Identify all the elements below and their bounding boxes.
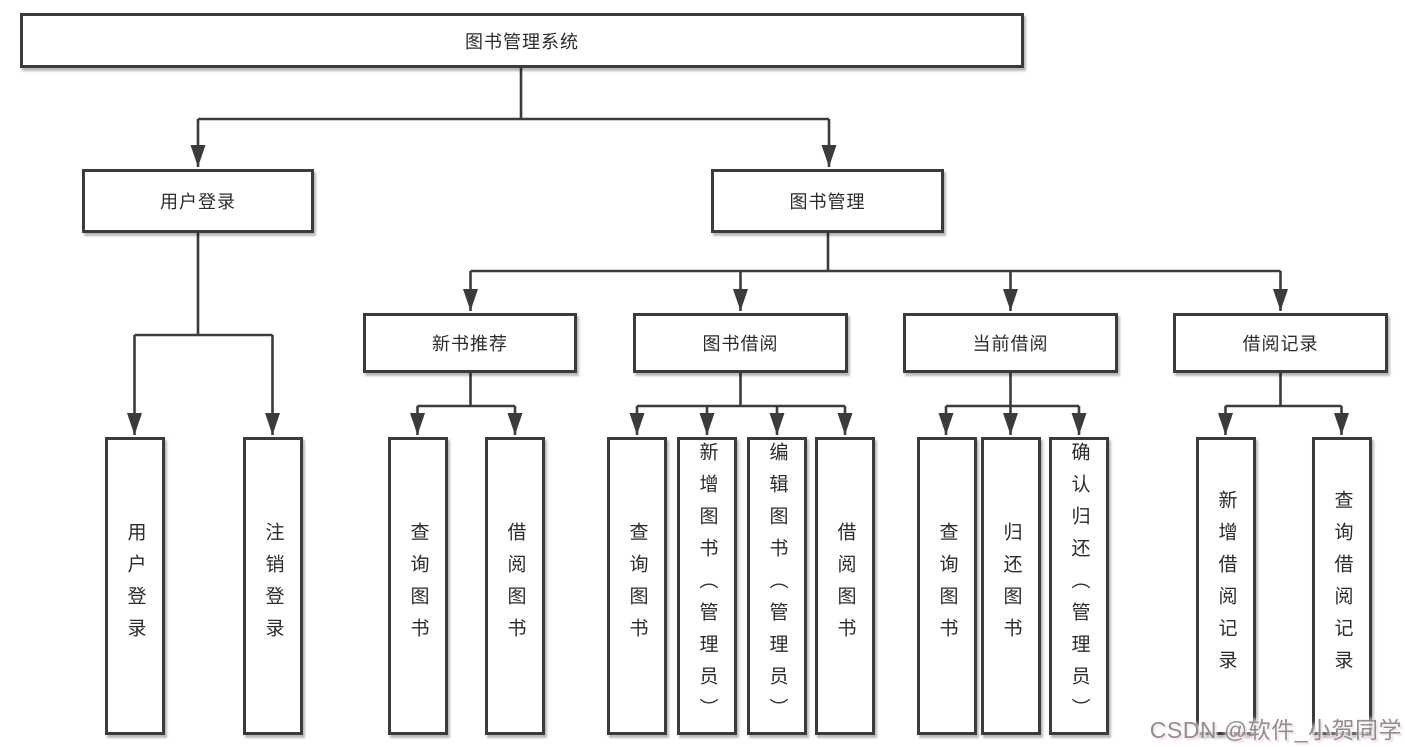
leaf-confirm-return-admin-label: 确认归还（管理员） <box>1068 442 1090 730</box>
leaf-add-borrow-record: 新增借阅记录 <box>1196 437 1256 735</box>
leaf-query-borrow-record: 查询借阅记录 <box>1312 437 1372 735</box>
leaf-query-books-current: 查询图书 <box>917 437 977 735</box>
leaf-query-books-recommend: 查询图书 <box>388 437 448 735</box>
edges-user-login <box>127 233 280 435</box>
leaf-return-books-label: 归还图书 <box>1000 522 1022 650</box>
leaf-logout-label: 注销登录 <box>262 522 284 650</box>
node-root-label: 图书管理系统 <box>465 31 579 52</box>
edges-root <box>190 68 837 167</box>
leaf-user-login-label: 用户登录 <box>124 522 146 650</box>
node-new-book-recommendation: 新书推荐 <box>363 313 577 373</box>
leaf-edit-books-admin: 编辑图书（管理员） <box>747 437 807 735</box>
leaf-query-books-recommend-label: 查询图书 <box>407 522 429 650</box>
leaf-query-books-borrowing: 查询图书 <box>607 437 667 735</box>
leaf-add-books-admin: 新增图书（管理员） <box>677 437 737 735</box>
leaf-confirm-return-admin: 确认归还（管理员） <box>1049 437 1109 735</box>
node-book-borrowing-label: 图书借阅 <box>702 334 779 354</box>
leaf-edit-books-admin-label: 编辑图书（管理员） <box>766 442 788 730</box>
node-new-book-recommendation-label: 新书推荐 <box>432 334 508 354</box>
leaf-borrow-books-label: 借阅图书 <box>834 522 856 650</box>
node-book-management: 图书管理 <box>711 169 944 233</box>
edges-current-borrowing <box>938 373 1087 435</box>
node-user-login: 用户登录 <box>82 169 314 233</box>
leaf-return-books: 归还图书 <box>981 437 1041 735</box>
node-root: 图书管理系统 <box>20 13 1024 68</box>
edges-book-management <box>463 233 1288 311</box>
leaf-user-login: 用户登录 <box>105 437 165 735</box>
leaf-query-borrow-record-label: 查询借阅记录 <box>1331 490 1353 682</box>
edges-new-book-recommendation <box>410 373 523 435</box>
node-book-borrowing: 图书借阅 <box>633 313 848 373</box>
leaf-borrow-books-recommend-label: 借阅图书 <box>504 522 526 650</box>
leaf-borrow-books: 借阅图书 <box>815 437 875 735</box>
leaf-add-books-admin-label: 新增图书（管理员） <box>696 442 718 730</box>
edges-book-borrowing <box>629 373 853 435</box>
leaf-add-borrow-record-label: 新增借阅记录 <box>1215 490 1237 682</box>
node-borrowing-records: 借阅记录 <box>1173 313 1388 373</box>
csdn-watermark: CSDN @软件_小贺同学 <box>1149 717 1402 743</box>
node-borrowing-records-label: 借阅记录 <box>1242 334 1319 354</box>
leaf-borrow-books-recommend: 借阅图书 <box>485 437 545 735</box>
leaf-logout: 注销登录 <box>243 437 303 735</box>
node-user-login-label: 用户登录 <box>160 192 236 212</box>
edges-borrowing-records <box>1218 373 1349 435</box>
leaf-query-books-borrowing-label: 查询图书 <box>626 522 648 650</box>
node-current-borrowing-label: 当前借阅 <box>972 334 1049 354</box>
node-book-management-label: 图书管理 <box>789 192 866 212</box>
node-current-borrowing: 当前借阅 <box>903 313 1118 373</box>
leaf-query-books-current-label: 查询图书 <box>936 522 958 650</box>
